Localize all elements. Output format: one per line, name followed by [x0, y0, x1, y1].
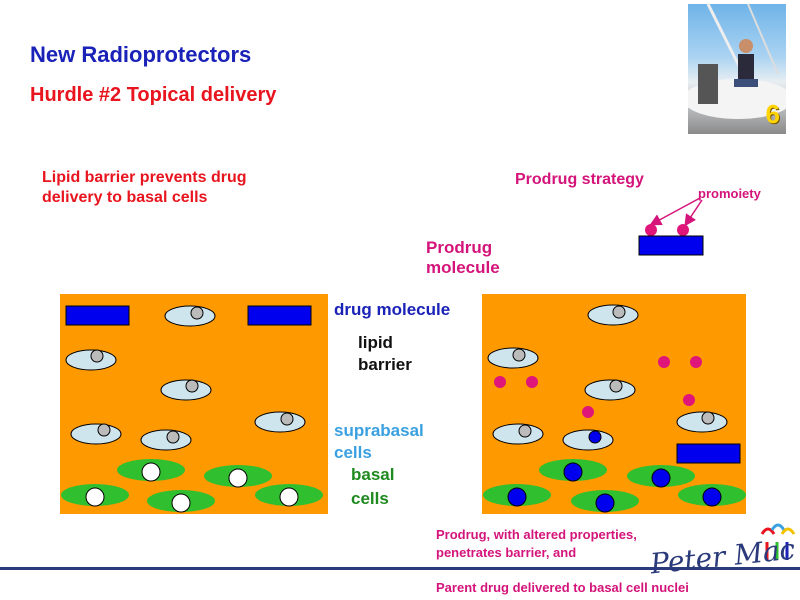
basal-cell — [571, 490, 639, 512]
left-tissue-panel — [60, 294, 328, 514]
promoiety-dot — [494, 376, 506, 388]
legend-basal-line1: basal — [351, 463, 394, 487]
promoiety-arrow-1 — [652, 198, 700, 224]
promoiety-dot — [526, 376, 538, 388]
legend-suprabasal-line1: suprabasal — [334, 420, 424, 442]
legend-basal-line2: cells — [351, 487, 394, 511]
right-heading: Prodrug strategy — [515, 170, 644, 190]
left-heading-line1: Lipid barrier prevents drug — [42, 168, 246, 188]
prodrug-label-line1: Prodrug — [426, 238, 500, 258]
suprabasal-cell — [255, 412, 305, 432]
basal-cell — [61, 484, 129, 506]
prodrug-label-line2: molecule — [426, 258, 500, 278]
promoiety-dot — [690, 356, 702, 368]
basal-cell — [483, 484, 551, 506]
footer-line1: Prodrug, with altered properties, — [436, 526, 637, 544]
legend-lipid-line1: lipid — [358, 332, 412, 354]
suprabasal-cell — [588, 305, 638, 325]
left-heading-line2: delivery to basal cells — [42, 188, 246, 208]
sailing-photo: 6 — [688, 4, 786, 134]
suprabasal-cell — [141, 430, 191, 450]
basal-cell — [539, 459, 607, 481]
suprabasal-cell — [161, 380, 211, 400]
drug-molecule — [677, 444, 740, 463]
right-tissue-panel — [482, 294, 746, 514]
drug-molecule — [248, 306, 311, 325]
basal-cell — [147, 490, 215, 512]
slide-subtitle: Hurdle #2 Topical delivery — [30, 84, 276, 107]
basal-cell — [204, 465, 272, 487]
drug-molecule — [66, 306, 129, 325]
slide-number: 6 — [766, 99, 780, 130]
suprabasal-cell — [585, 380, 635, 400]
suprabasal-cell — [677, 412, 727, 432]
promoiety-dot-2 — [677, 224, 689, 236]
promoiety-dot — [658, 356, 670, 368]
basal-cell — [117, 459, 185, 481]
peter-mac-logo: Peter Mac — [650, 520, 798, 598]
basal-cell — [255, 484, 323, 506]
promoiety-dot-1 — [645, 224, 657, 236]
suprabasal-cell — [66, 350, 116, 370]
suprabasal-cell — [488, 348, 538, 368]
suprabasal-cell — [493, 424, 543, 444]
legend-suprabasal-line2: cells — [334, 442, 424, 464]
legend-lipid-line2: barrier — [358, 354, 412, 376]
prodrug-drug-rect — [639, 236, 703, 255]
suprabasal-cell — [563, 430, 613, 450]
prodrug-diagram — [630, 190, 730, 260]
suprabasal-cell — [71, 424, 121, 444]
basal-cell — [627, 465, 695, 487]
basal-cell — [678, 484, 746, 506]
legend-drug-molecule: drug molecule — [334, 300, 450, 320]
suprabasal-cell — [165, 306, 215, 326]
slide-title: New Radioprotectors — [30, 42, 251, 68]
footer-line2: penetrates barrier, and — [436, 544, 637, 562]
promoiety-dot — [683, 394, 695, 406]
promoiety-dot — [582, 406, 594, 418]
